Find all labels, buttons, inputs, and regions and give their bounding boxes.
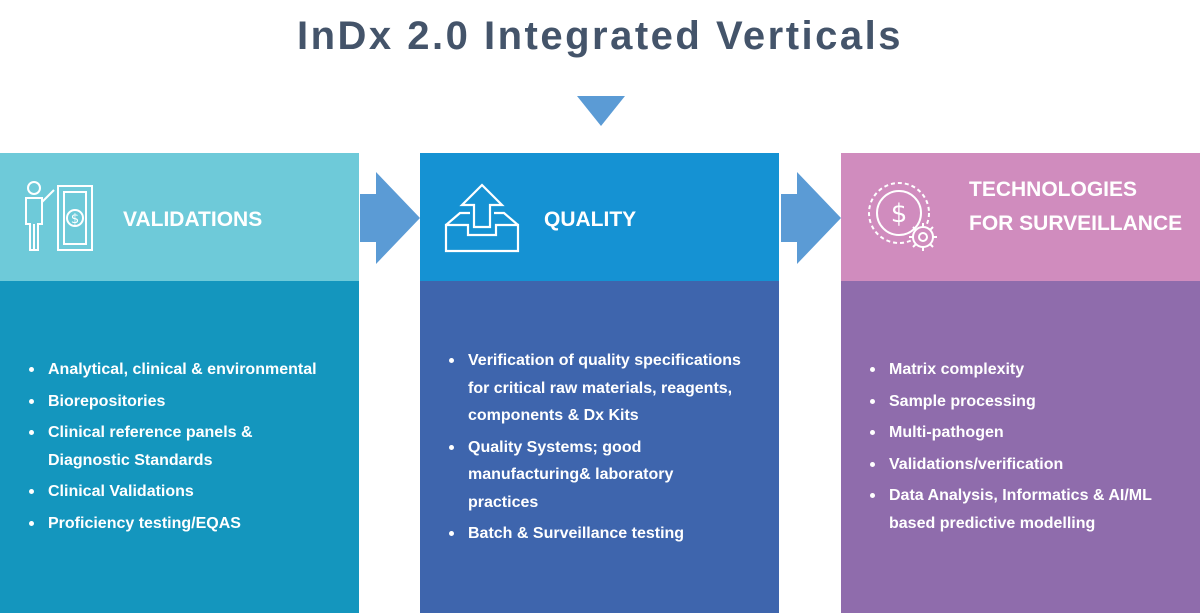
technologies-column: $ TECHNOLOGIES FOR SURVEILLANCE Matrix c… [841, 153, 1200, 613]
arrow-right-icon [360, 172, 420, 264]
list-item: Data Analysis, Informatics & AI/ML based… [869, 482, 1189, 537]
list-item: Batch & Surveillance testing [448, 520, 768, 548]
validations-header: $ VALIDATIONS [0, 153, 359, 281]
page-title: InDx 2.0 Integrated Verticals [296, 14, 904, 58]
quality-column: QUALITY Verification of quality specific… [420, 153, 779, 613]
down-arrow-icon [577, 96, 625, 126]
validations-column: $ VALIDATIONS Analytical, clinical & env… [0, 153, 359, 613]
technologies-heading-line2: FOR SURVEILLANCE [969, 212, 1183, 235]
list-item: Matrix complexity [869, 356, 1189, 384]
presentation-money-icon: $ [25, 181, 93, 251]
list-item: Quality Systems; good manufacturing& lab… [448, 434, 723, 517]
technologies-heading-line1: TECHNOLOGIES [969, 178, 1138, 201]
technologies-header: $ TECHNOLOGIES FOR SURVEILLANCE [841, 153, 1200, 281]
technologies-list: Matrix complexity Sample processing Mult… [869, 356, 1189, 541]
arrow-right-icon [781, 172, 841, 264]
validations-list: Analytical, clinical & environmental Bio… [28, 356, 348, 541]
list-item: Proficiency testing/EQAS [28, 510, 348, 538]
list-item: Clinical reference panels & Diagnostic S… [28, 419, 283, 474]
quality-body: Verification of quality specifications f… [420, 281, 779, 613]
inbox-upload-icon [444, 183, 520, 253]
list-item: Validations/verification [869, 451, 1189, 479]
validations-heading: VALIDATIONS [123, 208, 263, 231]
list-item: Multi-pathogen [869, 419, 1189, 447]
validations-body: Analytical, clinical & environmental Bio… [0, 281, 359, 613]
quality-list: Verification of quality specifications f… [448, 347, 768, 552]
quality-header: QUALITY [420, 153, 779, 281]
svg-text:$: $ [71, 212, 79, 227]
svg-text:$: $ [891, 199, 908, 229]
list-item: Sample processing [869, 388, 1189, 416]
dollar-gear-icon: $ [868, 182, 937, 251]
quality-heading: QUALITY [544, 208, 637, 231]
list-item: Verification of quality specifications f… [448, 347, 758, 430]
list-item: Clinical Validations [28, 478, 348, 506]
technologies-body: Matrix complexity Sample processing Mult… [841, 281, 1200, 613]
list-item: Analytical, clinical & environmental [28, 356, 348, 384]
list-item: Biorepositories [28, 388, 348, 416]
